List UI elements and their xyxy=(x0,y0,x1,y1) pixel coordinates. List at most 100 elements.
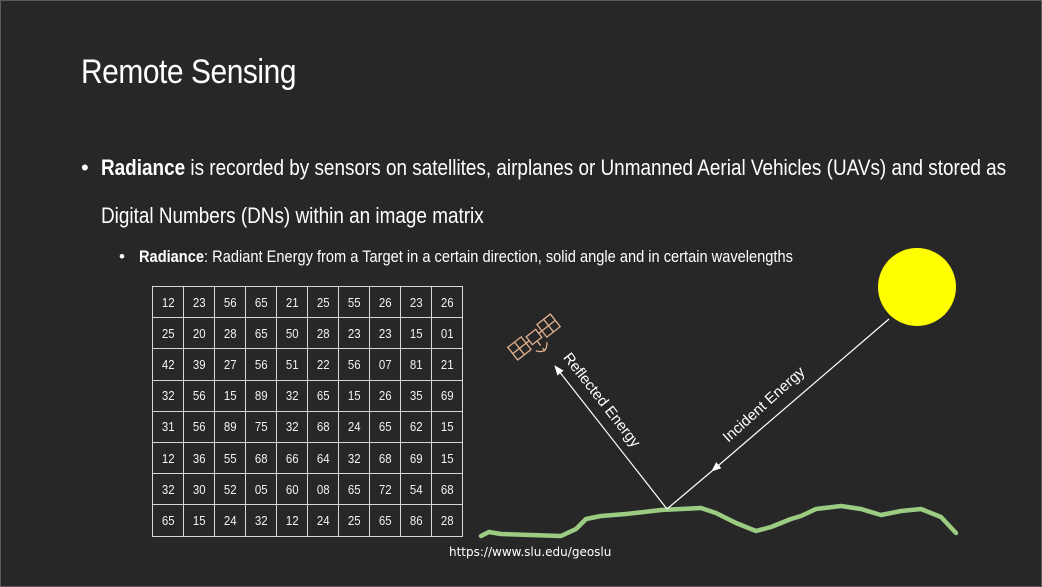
matrix-cell-value: 22 xyxy=(316,356,330,372)
sub-bullet-radiance-definition: • Radiance: Radiant Energy from a Target… xyxy=(119,245,899,269)
matrix-cell: 24 xyxy=(214,504,246,537)
matrix-cell-value: 81 xyxy=(409,356,423,372)
matrix-cell: 52 xyxy=(214,473,246,506)
matrix-cell: 65 xyxy=(152,504,184,537)
matrix-cell: 26 xyxy=(369,285,401,319)
matrix-cell-value: 15 xyxy=(440,419,454,435)
matrix-cell-value: 21 xyxy=(285,294,299,310)
bullet-dot: • xyxy=(81,155,89,180)
matrix-cell-value: 75 xyxy=(254,419,268,435)
matrix-cell-value: 65 xyxy=(347,481,361,497)
sun-icon xyxy=(878,248,956,326)
matrix-cell-value: 56 xyxy=(223,294,237,310)
matrix-cell-value: 62 xyxy=(409,419,423,435)
matrix-cell-value: 86 xyxy=(409,512,423,528)
matrix-cell-value: 12 xyxy=(285,512,299,528)
matrix-cell-value: 15 xyxy=(440,450,454,466)
matrix-cell-value: 68 xyxy=(378,450,392,466)
matrix-cell-value: 42 xyxy=(161,356,175,372)
matrix-cell: 08 xyxy=(307,473,339,506)
matrix-cell: 65 xyxy=(369,504,401,537)
matrix-cell-value: 12 xyxy=(161,294,175,310)
matrix-cell: 24 xyxy=(338,410,370,443)
matrix-cell-value: 26 xyxy=(378,388,392,404)
matrix-cell-value: 32 xyxy=(161,388,175,404)
matrix-cell-value: 32 xyxy=(285,388,299,404)
matrix-cell-value: 65 xyxy=(254,325,268,341)
matrix-cell-value: 25 xyxy=(316,294,330,310)
matrix-cell-value: 23 xyxy=(409,294,423,310)
matrix-cell: 66 xyxy=(276,441,308,475)
matrix-cell: 15 xyxy=(431,441,463,475)
matrix-cell: 42 xyxy=(152,348,184,381)
matrix-cell-value: 55 xyxy=(223,450,237,466)
bullet-text: Radiance is recorded by sensors on satel… xyxy=(101,144,1030,240)
matrix-cell: 26 xyxy=(369,379,401,412)
matrix-cell-value: 68 xyxy=(316,419,330,435)
matrix-cell: 26 xyxy=(431,285,463,319)
matrix-cell-value: 65 xyxy=(378,512,392,528)
matrix-cell: 72 xyxy=(369,473,401,506)
matrix-cell: 07 xyxy=(369,348,401,381)
matrix-cell-value: 60 xyxy=(285,481,299,497)
matrix-cell: 01 xyxy=(431,317,463,350)
matrix-cell-value: 15 xyxy=(223,388,237,404)
matrix-cell: 55 xyxy=(214,441,246,475)
bullet-dot: • xyxy=(119,247,125,266)
matrix-cell: 69 xyxy=(431,379,463,412)
matrix-cell: 68 xyxy=(245,441,277,475)
matrix-cell-value: 36 xyxy=(192,450,206,466)
matrix-cell-value: 23 xyxy=(192,294,206,310)
matrix-cell-value: 15 xyxy=(347,388,361,404)
bullet-body: : Radiant Energy from a Target in a cert… xyxy=(204,247,793,266)
matrix-cell-value: 89 xyxy=(223,419,237,435)
bullet-body: is recorded by sensors on satellites, ai… xyxy=(101,155,1007,228)
matrix-cell-value: 65 xyxy=(316,388,330,404)
source-url: https://www.slu.edu/geoslu xyxy=(449,545,612,559)
matrix-cell-value: 89 xyxy=(254,388,268,404)
matrix-cell: 54 xyxy=(400,473,432,506)
reflected-energy-arrow xyxy=(554,365,668,510)
matrix-cell-value: 50 xyxy=(285,325,299,341)
matrix-cell-value: 12 xyxy=(161,450,175,466)
matrix-cell-value: 05 xyxy=(254,481,268,497)
matrix-cell-value: 35 xyxy=(409,388,423,404)
matrix-cell-value: 25 xyxy=(161,325,175,341)
matrix-cell: 32 xyxy=(152,473,184,506)
bullet-text: Radiance: Radiant Energy from a Target i… xyxy=(139,245,793,269)
matrix-cell-value: 32 xyxy=(161,481,175,497)
matrix-cell-value: 24 xyxy=(347,419,361,435)
slide-title: Remote Sensing xyxy=(81,53,297,91)
matrix-cell-value: 01 xyxy=(440,325,454,341)
matrix-cell-value: 08 xyxy=(316,481,330,497)
matrix-cell-value: 20 xyxy=(192,325,206,341)
matrix-cell-value: 30 xyxy=(192,481,206,497)
bullet-radiance-recorded: • Radiance is recorded by sensors on sat… xyxy=(81,144,1021,240)
matrix-cell-value: 72 xyxy=(378,481,392,497)
matrix-cell: 75 xyxy=(245,410,277,443)
matrix-cell-value: 32 xyxy=(254,512,268,528)
matrix-cell: 23 xyxy=(369,317,401,350)
matrix-cell-value: 24 xyxy=(316,512,330,528)
bullet-bold-term: Radiance xyxy=(139,247,205,266)
matrix-cell: 12 xyxy=(152,441,184,475)
matrix-cell-value: 56 xyxy=(254,356,268,372)
matrix-cell: 15 xyxy=(400,317,432,350)
matrix-cell-value: 65 xyxy=(378,419,392,435)
matrix-cell: 56 xyxy=(183,410,215,443)
matrix-cell: 86 xyxy=(400,504,432,537)
reflected-energy-label: Reflected Energy xyxy=(559,350,644,452)
matrix-cell: 32 xyxy=(245,504,277,537)
matrix-cell: 65 xyxy=(245,285,277,319)
matrix-cell-value: 28 xyxy=(223,325,237,341)
matrix-cell: 68 xyxy=(307,410,339,443)
matrix-cell: 22 xyxy=(307,348,339,381)
matrix-cell-value: 26 xyxy=(440,294,454,310)
matrix-cell-value: 69 xyxy=(409,450,423,466)
